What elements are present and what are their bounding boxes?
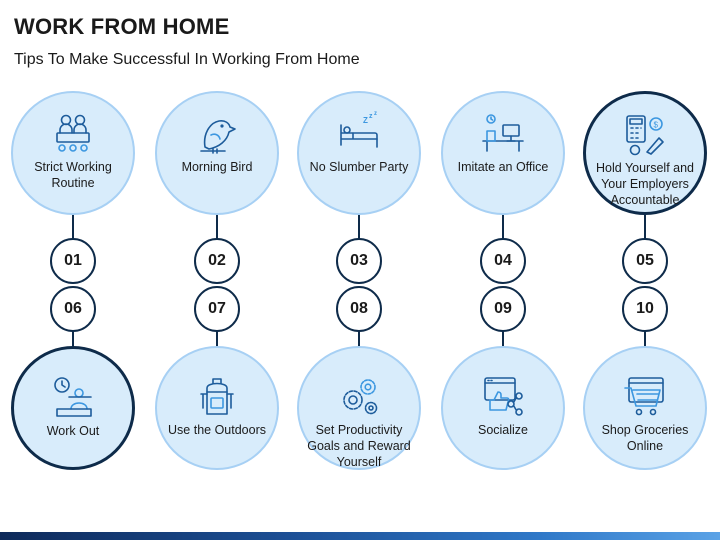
tip-circle-set-productivity-goals-and-reward-yourself: Set Productivity Goals and Reward Yourse… bbox=[297, 346, 421, 470]
tip-label: Socialize bbox=[477, 423, 529, 437]
gears-icon bbox=[337, 374, 381, 418]
tip-number-badge: 02 bbox=[194, 238, 240, 284]
tip-label: Morning Bird bbox=[181, 160, 253, 174]
tip-number-badge: 05 bbox=[622, 238, 668, 284]
svg-text:z: z bbox=[374, 111, 377, 117]
tip-number-badge: 08 bbox=[336, 286, 382, 332]
tip-label: Imitate an Office bbox=[457, 160, 549, 174]
office-desk-icon bbox=[481, 111, 525, 155]
tip-circle-use-the-outdoors: Use the Outdoors bbox=[155, 346, 279, 470]
calculator-money-icon: $ bbox=[623, 112, 667, 156]
svg-text:z: z bbox=[369, 113, 373, 120]
bird-icon bbox=[195, 111, 239, 155]
tip-number-badge: 01 bbox=[50, 238, 96, 284]
connector-line bbox=[72, 214, 74, 240]
bottom-accent-bar bbox=[0, 532, 720, 540]
page-title: WORK FROM HOME bbox=[14, 14, 230, 39]
svg-text:$: $ bbox=[654, 121, 659, 130]
tip-number-badge: 06 bbox=[50, 286, 96, 332]
tip-circle-socialize: Socialize bbox=[441, 346, 565, 470]
connector-line bbox=[216, 326, 218, 348]
tip-label: Use the Outdoors bbox=[168, 423, 266, 437]
tip-circle-hold-yourself-and-your-employers-accountable: $ Hold Yourself and Your Employers Accoun… bbox=[583, 91, 707, 215]
connector-line bbox=[502, 214, 504, 240]
page-subtitle: Tips To Make Successful In Working From … bbox=[14, 51, 360, 68]
tip-circle-work-out: Work Out bbox=[11, 346, 135, 470]
svg-text:Z: Z bbox=[363, 116, 368, 125]
shopping-cart-icon bbox=[623, 374, 667, 418]
like-share-icon bbox=[481, 374, 525, 418]
tip-label: Strict Working Routine bbox=[34, 160, 112, 190]
tip-label: Set Productivity Goals and Reward Yourse… bbox=[307, 423, 411, 469]
tip-circle-morning-bird: Morning Bird bbox=[155, 91, 279, 215]
tip-label: No Slumber Party bbox=[309, 160, 409, 174]
tip-circle-imitate-an-office: Imitate an Office bbox=[441, 91, 565, 215]
tip-number-badge: 07 bbox=[194, 286, 240, 332]
connector-line bbox=[216, 214, 218, 240]
tip-circle-shop-groceries-online: Shop Groceries Online bbox=[583, 346, 707, 470]
tip-label: Hold Yourself and Your Employers Account… bbox=[596, 161, 694, 207]
workout-clock-icon bbox=[51, 375, 95, 419]
connector-line bbox=[502, 326, 504, 348]
tip-label: Shop Groceries Online bbox=[601, 423, 689, 453]
tip-label: Work Out bbox=[46, 424, 100, 438]
tip-number-badge: 09 bbox=[480, 286, 526, 332]
tip-column-5: $ Hold Yourself and Your Employers Accoun… bbox=[572, 0, 716, 540]
team-desk-icon bbox=[51, 111, 95, 155]
connector-line bbox=[644, 326, 646, 348]
connector-line bbox=[644, 214, 646, 240]
tip-number-badge: 04 bbox=[480, 238, 526, 284]
tip-number-badge: 03 bbox=[336, 238, 382, 284]
connector-line bbox=[72, 326, 74, 348]
connector-line bbox=[358, 214, 360, 240]
tip-circle-strict-working-routine: Strict Working Routine bbox=[11, 91, 135, 215]
connector-line bbox=[358, 326, 360, 348]
tip-number-badge: 10 bbox=[622, 286, 668, 332]
backpack-icon bbox=[195, 374, 239, 418]
